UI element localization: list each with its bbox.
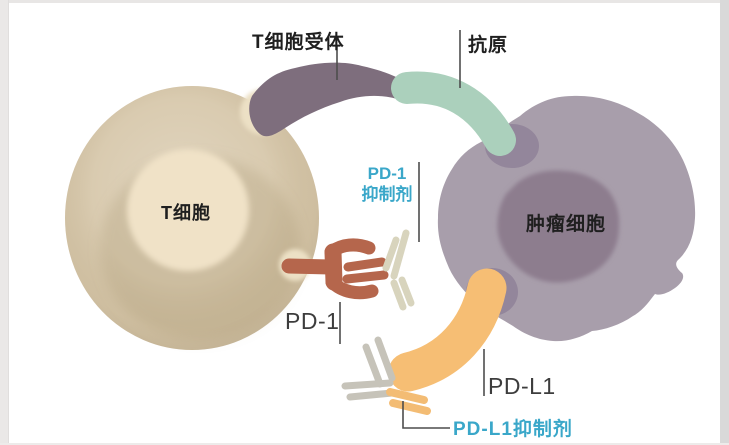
antibody-bar [362, 343, 384, 388]
tumor-cell-nucleus [497, 170, 620, 283]
antibody-stem [386, 388, 431, 415]
pd1-bar [343, 257, 387, 272]
antibody-bar [382, 236, 400, 272]
page-edge-bottom [0, 443, 729, 445]
t-cell [65, 86, 319, 350]
antibody-bar [390, 229, 410, 280]
tcr-shape [249, 62, 410, 137]
pd1-receptor-shape [281, 238, 389, 300]
pd1-inhibitor-antibody [382, 229, 415, 311]
antibody-bar [374, 336, 396, 382]
page-edge-right [720, 0, 729, 445]
pd1-bar [342, 270, 389, 284]
pdl1-label: PD-L1 [488, 373, 556, 399]
antibody-bar [386, 388, 428, 404]
pdl1-inhibitor-antibody [341, 336, 431, 415]
pd1-stem [281, 258, 338, 275]
tcr-label: T细胞受体 [252, 32, 345, 53]
pointer-lines [336, 30, 485, 429]
page-edge-top [0, 0, 729, 3]
antibody-bar [389, 399, 431, 415]
t-cell-label: T细胞 [161, 203, 211, 223]
t-cell-nucleus [127, 149, 249, 271]
pd1-inhibitor-label-line1: PD-1 [367, 164, 407, 183]
antibody-bar [341, 379, 394, 390]
pd1-inhibitor-label-line2: 抑制剂 [361, 185, 413, 204]
antibody-bar [390, 279, 407, 311]
pd1-lower-arm [325, 275, 379, 300]
pd1-upper-arm [324, 238, 376, 259]
pdl1-inhibitor-pointer-line [402, 401, 450, 429]
antigen-label: 抗原 [468, 35, 509, 56]
antigen-shape [391, 71, 516, 156]
antibody-arms [341, 336, 396, 401]
pd1-label: PD-1 [285, 308, 340, 334]
antibody-bar [346, 389, 396, 401]
pdl1-inhibitor-label: PD-L1抑制剂 [453, 419, 573, 440]
pdl1-ligand-shape [388, 268, 507, 392]
tumor-cell-label: 肿瘤细胞 [526, 214, 607, 235]
antibody-bar [398, 276, 415, 307]
page-edge-left [0, 0, 9, 445]
pd1-inhibitor-label: PD-1 抑制剂 [356, 163, 418, 205]
